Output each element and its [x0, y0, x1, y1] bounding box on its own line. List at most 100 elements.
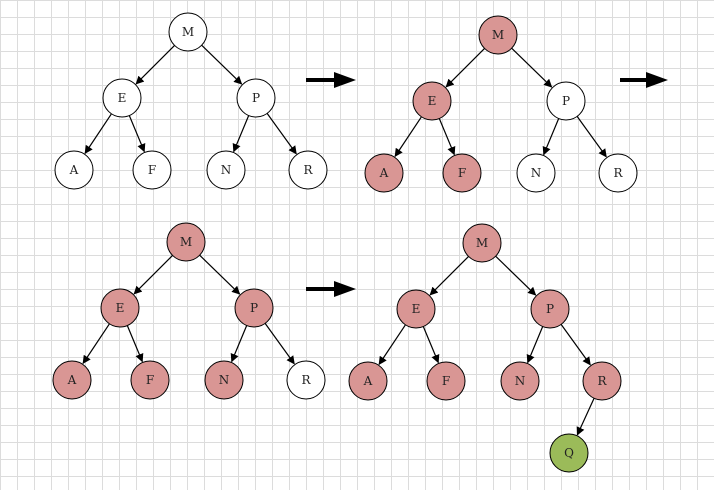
node-a: A: [348, 361, 388, 401]
node-label: M: [476, 236, 488, 250]
node-label: R: [613, 166, 623, 180]
node-circle: [462, 223, 502, 263]
node-circle: [100, 288, 140, 328]
node-label: N: [515, 374, 526, 388]
node-circle: [102, 78, 142, 118]
node-circle: [168, 12, 208, 52]
edge-m-p: [495, 255, 537, 296]
node-circle: [582, 361, 622, 401]
node-circle: [500, 361, 540, 401]
node-label: N: [221, 163, 232, 177]
node-circle: [530, 289, 570, 329]
node-a: A: [54, 150, 94, 190]
node-r: R: [582, 361, 622, 401]
node-circle: [54, 150, 94, 190]
node-n: N: [204, 360, 244, 400]
node-label: A: [363, 374, 373, 388]
node-circle: [204, 360, 244, 400]
node-circle: [516, 153, 556, 193]
node-label: P: [546, 302, 554, 316]
node-circle: [206, 150, 246, 190]
node-label: M: [180, 235, 192, 249]
edge-r-q: [576, 398, 595, 436]
node-m: M: [166, 222, 206, 262]
edge-p-n: [230, 325, 248, 363]
node-label: M: [492, 28, 504, 42]
node-label: Q: [564, 446, 574, 460]
node-e: E: [102, 78, 142, 118]
node-circle: [412, 81, 452, 121]
node-label: E: [428, 94, 437, 108]
node-circle: [166, 222, 206, 262]
tree-3: M E P A F N R: [52, 222, 326, 400]
tree-1: M E P A F N R: [54, 12, 328, 190]
node-p: P: [236, 78, 276, 118]
node-circle: [130, 360, 170, 400]
node-n: N: [516, 153, 556, 193]
node-label: M: [182, 25, 194, 39]
node-a: A: [52, 360, 92, 400]
node-r: R: [286, 360, 326, 400]
tree-4: M E P A F N R Q: [348, 223, 622, 473]
node-label: R: [303, 163, 313, 177]
node-label: F: [442, 374, 450, 388]
node-label: N: [219, 373, 230, 387]
node-circle: [598, 153, 638, 193]
node-label: A: [67, 373, 77, 387]
node-circle: [286, 360, 326, 400]
edge-p-r: [266, 113, 297, 155]
edge-p-r: [560, 324, 591, 366]
node-n: N: [500, 361, 540, 401]
node-circle: [236, 78, 276, 118]
node-m: M: [462, 223, 502, 263]
node-circle: [478, 15, 518, 55]
node-label: F: [148, 163, 156, 177]
edge-e-a: [84, 113, 112, 155]
node-circle: [364, 153, 404, 193]
edge-p-n: [542, 118, 560, 156]
node-label: A: [69, 163, 79, 177]
edge-m-e: [445, 48, 485, 88]
node-e: E: [396, 289, 436, 329]
node-f: F: [130, 360, 170, 400]
node-e: E: [100, 288, 140, 328]
node-r: R: [598, 153, 638, 193]
edge-e-f: [438, 118, 456, 156]
node-f: F: [426, 361, 466, 401]
step-arrow-icon: [620, 72, 668, 88]
edge-e-a: [394, 116, 422, 158]
edge-m-e: [429, 256, 469, 296]
node-p: P: [234, 288, 274, 328]
edge-e-f: [128, 115, 146, 153]
node-label: E: [118, 91, 127, 105]
node-r: R: [288, 150, 328, 190]
node-label: P: [562, 94, 570, 108]
edge-e-a: [378, 324, 406, 366]
node-circle: [132, 150, 172, 190]
edge-e-a: [82, 323, 110, 365]
node-circle: [426, 361, 466, 401]
edge-p-n: [232, 115, 250, 153]
node-circle: [288, 150, 328, 190]
node-f: F: [132, 150, 172, 190]
node-circle: [52, 360, 92, 400]
edge-p-r: [576, 116, 607, 158]
node-circle: [396, 289, 436, 329]
step-arrow-icon: [306, 281, 356, 297]
edge-m-p: [199, 254, 241, 295]
edge-m-p: [201, 44, 243, 85]
node-label: P: [250, 301, 258, 315]
edge-m-e: [133, 255, 173, 295]
edge-e-f: [422, 326, 440, 364]
node-n: N: [206, 150, 246, 190]
node-circle: [549, 433, 589, 473]
node-f: F: [442, 153, 482, 193]
node-p: P: [546, 81, 586, 121]
node-p: P: [530, 289, 570, 329]
node-circle: [442, 153, 482, 193]
node-label: R: [301, 373, 311, 387]
node-circle: [546, 81, 586, 121]
node-a: A: [364, 153, 404, 193]
